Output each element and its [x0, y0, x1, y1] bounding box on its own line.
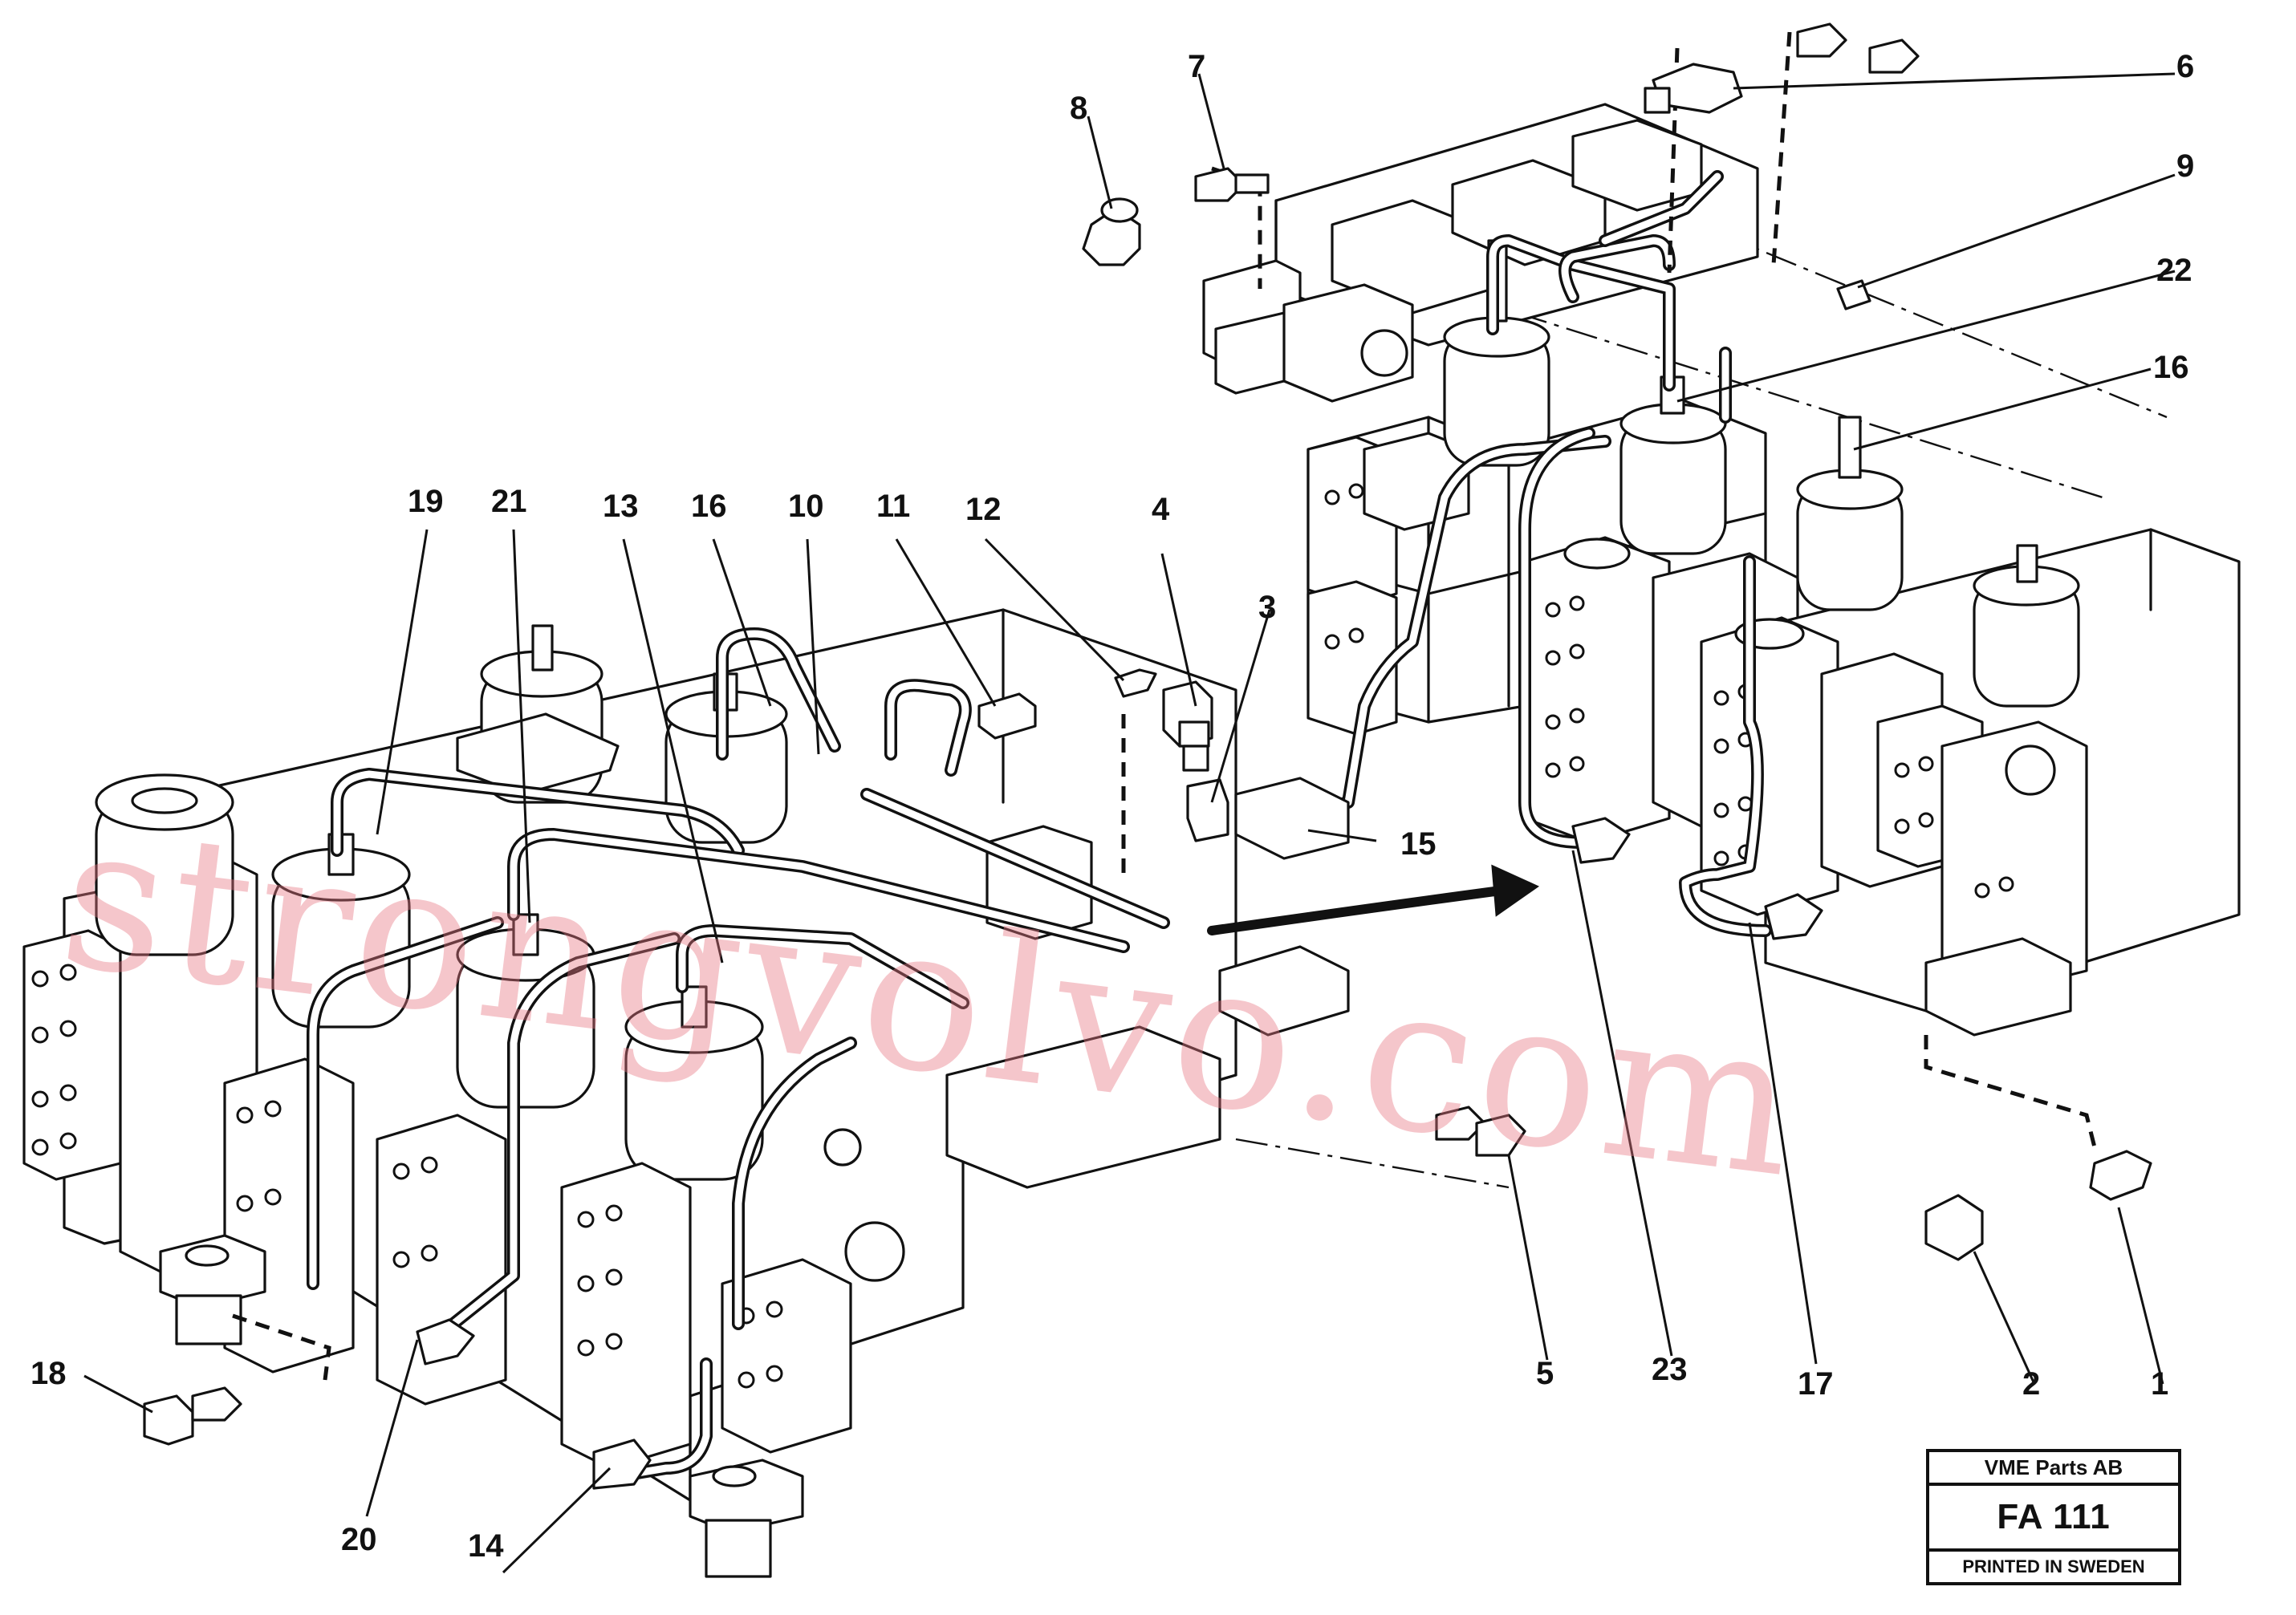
callout-22: 22 — [2156, 253, 2192, 288]
callout-8: 8 — [1070, 91, 1087, 126]
callout-6: 6 — [2176, 49, 2194, 84]
callout-numbers: 1 2 3 4 5 6 7 8 9 10 11 12 13 14 15 16 1… — [30, 49, 2194, 1564]
callout-4: 4 — [1152, 492, 1170, 527]
lower-right-valve-assembly — [1700, 416, 2241, 1037]
pipe-lines-right — [1270, 170, 1772, 937]
callout-13: 13 — [603, 489, 639, 524]
callout-16b: 16 — [2153, 350, 2189, 385]
callout-5: 5 — [1536, 1356, 1554, 1391]
callout-14: 14 — [468, 1528, 504, 1564]
callout-1: 1 — [2151, 1366, 2168, 1402]
leader-lines — [83, 72, 2176, 1574]
callout-21: 21 — [491, 484, 527, 519]
callout-3: 3 — [1258, 590, 1276, 625]
callout-12: 12 — [965, 492, 1002, 527]
title-block: VME Parts AB FA 111 PRINTED IN SWEDEN — [1926, 1449, 2181, 1585]
callout-17: 17 — [1798, 1366, 1834, 1402]
callout-9: 9 — [2176, 148, 2194, 184]
callout-2: 2 — [2022, 1366, 2040, 1402]
bolt-row-left — [31, 964, 783, 1389]
callout-18: 18 — [30, 1356, 67, 1391]
title-block-printed-note: PRINTED IN SWEDEN — [1962, 1556, 2145, 1576]
callout-7: 7 — [1188, 49, 1205, 84]
loose-fittings — [143, 22, 2152, 1490]
callout-23: 23 — [1652, 1352, 1688, 1387]
callout-19: 19 — [408, 484, 444, 519]
callout-15: 15 — [1400, 826, 1437, 862]
title-block-drawing-code: FA 111 — [1929, 1486, 2178, 1552]
bolt-row-upper — [1324, 483, 1585, 778]
assembly-arrow — [1207, 864, 1540, 935]
callout-20: 20 — [341, 1522, 377, 1557]
callout-11: 11 — [876, 489, 910, 524]
callout-10: 10 — [788, 489, 824, 524]
callout-16a: 16 — [691, 489, 727, 524]
title-block-company: VME Parts AB — [1929, 1452, 2178, 1486]
